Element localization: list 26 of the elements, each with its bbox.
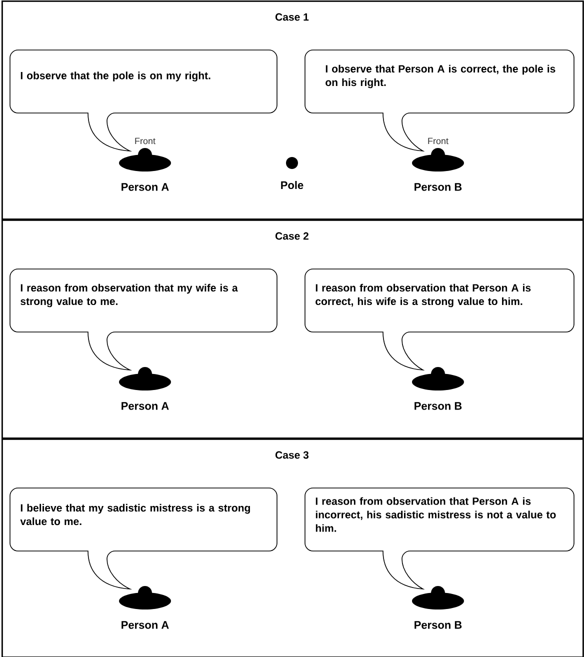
name-label: Person B — [414, 183, 462, 191]
panel-title: Case 3 — [276, 451, 309, 459]
name-label: Person A — [122, 183, 169, 191]
panel-title: Case 1 — [276, 13, 309, 21]
case-panel — [2, 0, 584, 220]
case-panel — [2, 220, 584, 439]
name-label: Person A — [122, 621, 169, 629]
pole-dot — [286, 157, 298, 169]
name-label: Person B — [414, 402, 462, 410]
panel-title: Case 2 — [276, 232, 308, 240]
case-panel — [2, 438, 584, 657]
name-label: Pole — [281, 180, 304, 190]
speech-bubble: I reason from observation that Person A is incorrect, his sadistic mistress is not a value to him. — [304, 488, 574, 590]
speech-bubble: I reason from observation that my wife is a strong value to me. — [10, 268, 278, 370]
front-label: Front — [135, 138, 156, 144]
speech-bubble: I believe that my sadistic mistress is a strong value to me. — [10, 488, 278, 590]
person-figure — [412, 148, 464, 172]
person-figure — [412, 586, 464, 610]
person-figure — [412, 367, 464, 390]
front-label: Front — [428, 138, 448, 144]
person-figure — [119, 148, 171, 172]
name-label: Person A — [122, 402, 169, 410]
person-figure — [119, 367, 171, 390]
name-label: Person B — [414, 621, 462, 629]
person-figure — [119, 586, 171, 610]
speech-bubble: I reason from observation that Person A is correct, his wife is a strong value to him. — [304, 268, 574, 370]
